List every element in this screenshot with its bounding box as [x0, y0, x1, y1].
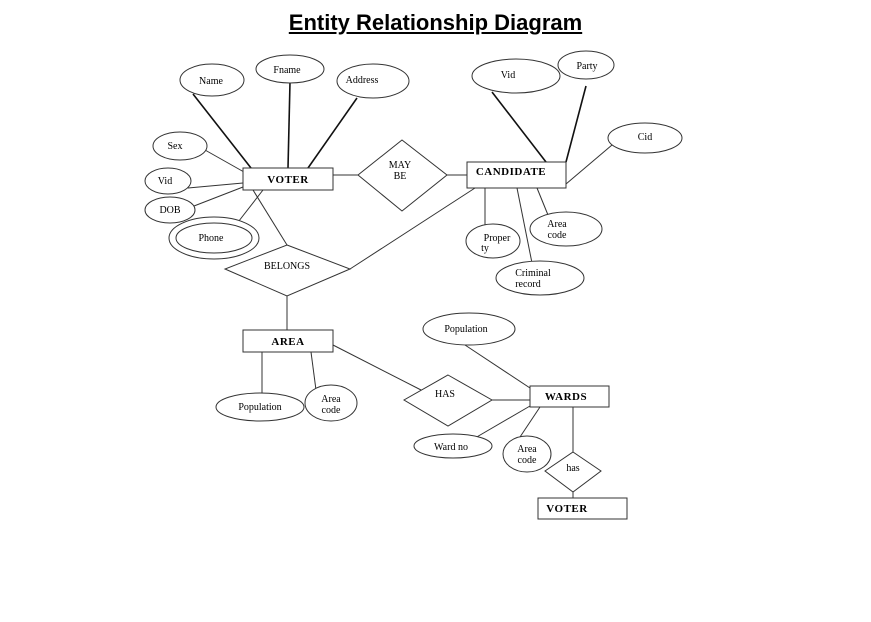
areacode-wards-attribute — [502, 435, 552, 473]
line-population-wards — [464, 344, 531, 389]
fname-attribute — [255, 54, 325, 84]
vid-candidate-attribute — [471, 58, 561, 94]
voter-entity — [242, 167, 334, 191]
population-wards-attribute — [422, 312, 516, 346]
voter-label: VOTER — [267, 174, 309, 186]
maybe-relationship — [357, 139, 448, 212]
line-vid-candidate — [491, 91, 547, 163]
wardno-attribute — [413, 433, 493, 459]
line-vid-voter — [187, 182, 244, 189]
has-relationship — [403, 374, 493, 427]
dob-label: DOB — [159, 205, 180, 216]
criminal-record-attribute — [495, 260, 585, 296]
voter2-label: VOTER — [546, 503, 588, 515]
party-label: Party — [576, 61, 597, 72]
cid-attribute — [607, 122, 683, 154]
line-sex-voter — [204, 149, 245, 173]
phone-attribute-inner — [175, 222, 253, 254]
area-label: AREA — [271, 336, 304, 348]
diagram-title: Entity Relationship Diagram — [288, 10, 583, 35]
has-lower-relationship — [544, 451, 602, 493]
line-criminal-candidate — [516, 187, 533, 264]
line-party-candidate — [565, 85, 587, 163]
areacode-area-attribute — [304, 384, 358, 422]
property-label-line1: Proper — [484, 233, 511, 244]
criminal-label-line2: record — [515, 279, 541, 290]
line-areacode-candidate — [536, 187, 549, 216]
line-address-voter — [307, 97, 358, 169]
areacode-wards-label-line2: code — [518, 455, 537, 466]
areacode-wards-label-line1: Area — [517, 444, 537, 455]
vid-voter-attribute — [144, 167, 192, 195]
has-label: HAS — [435, 389, 455, 400]
has-lower-label: has — [566, 463, 579, 474]
vid-voter-label: Vid — [158, 176, 172, 187]
criminal-label-line1: Criminal — [515, 268, 551, 279]
line-voter-belongs — [252, 189, 288, 246]
line-wardno-wards — [474, 405, 531, 439]
line-fname-voter — [287, 81, 291, 169]
sex-label: Sex — [168, 141, 183, 152]
connectors — [187, 81, 613, 498]
areacode-candidate-label-line1: Area — [547, 219, 567, 230]
phone-label: Phone — [199, 233, 225, 244]
candidate-label: CANDIDATE — [476, 166, 546, 178]
line-name-voter — [192, 93, 252, 169]
areacode-candidate-label-line2: code — [548, 230, 567, 241]
population-area-label: Population — [238, 402, 281, 413]
areacode-area-label-line2: code — [322, 405, 341, 416]
wardno-label: Ward no — [434, 442, 468, 453]
maybe-label-line2: BE — [394, 171, 407, 182]
property-attribute — [465, 223, 521, 259]
line-areacode-area — [310, 351, 317, 391]
party-attribute — [557, 50, 615, 80]
address-attribute — [336, 63, 410, 99]
line-phone-voter — [234, 189, 264, 227]
area-entity — [242, 329, 334, 353]
voter2-entity — [537, 497, 628, 520]
line-belongs-candidate — [349, 187, 476, 270]
vid-candidate-label: Vid — [501, 70, 515, 81]
wards-entity — [529, 385, 610, 408]
line-cid-candidate — [565, 144, 613, 185]
wards-label: WARDS — [545, 391, 587, 403]
name-attribute — [179, 63, 245, 97]
maybe-label-line1: MAY — [389, 160, 411, 171]
property-label-line2: ty — [481, 243, 489, 254]
cid-label: Cid — [638, 132, 652, 143]
dob-attribute — [144, 196, 196, 224]
fname-label: Fname — [273, 65, 301, 76]
line-areacode-wards — [519, 406, 541, 438]
areacode-area-label-line1: Area — [321, 394, 341, 405]
line-area-has — [332, 344, 424, 392]
line-dob-voter — [193, 186, 244, 207]
population-area-attribute — [215, 392, 305, 422]
candidate-entity — [466, 161, 567, 189]
address-label: Address — [346, 75, 379, 86]
belongs-label: BELONGS — [264, 261, 310, 272]
sex-attribute — [152, 131, 208, 161]
population-wards-label: Population — [444, 324, 487, 335]
name-label: Name — [199, 76, 223, 87]
belongs-relationship — [223, 244, 352, 297]
areacode-candidate-attribute — [529, 211, 603, 247]
